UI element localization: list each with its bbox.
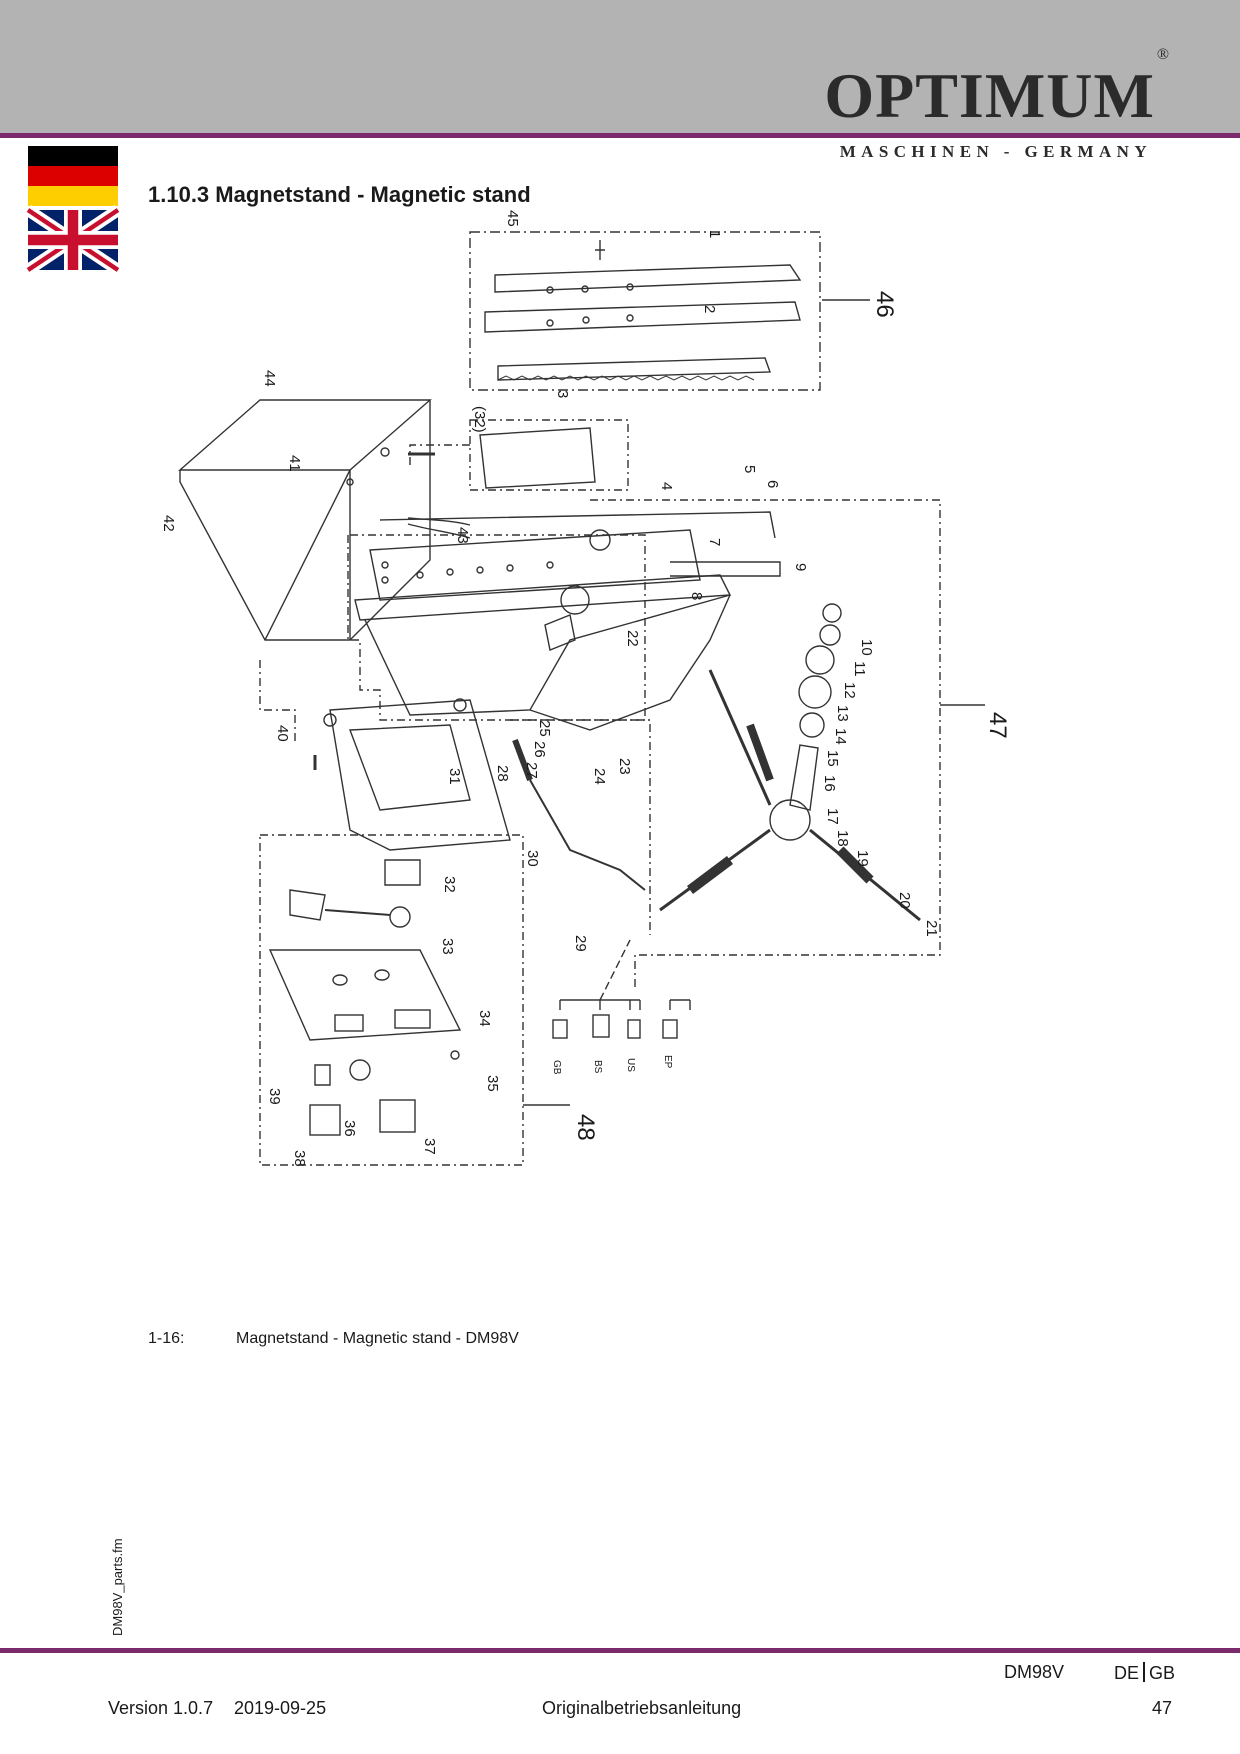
plug-label: BS	[592, 1060, 603, 1074]
part-label: 11	[851, 661, 868, 677]
part-label: 5	[741, 465, 758, 473]
part-label: 15	[824, 750, 841, 767]
part-label: 8	[688, 592, 705, 600]
group-box-46	[469, 231, 821, 391]
part-label: 44	[261, 370, 278, 387]
part-label: 40	[274, 725, 291, 742]
part-label: 45	[504, 210, 521, 227]
part-label: 41	[286, 455, 303, 472]
part-label: 30	[524, 850, 541, 867]
source-filename: DM98V_parts.fm	[110, 1538, 125, 1636]
part-label: 1	[706, 230, 723, 238]
part-label: 23	[616, 758, 633, 775]
part-label: 29	[572, 935, 589, 952]
part-label: 16	[821, 775, 838, 792]
part-label: 42	[160, 515, 177, 532]
part-label: 35	[484, 1075, 501, 1092]
part-label: 20	[896, 892, 913, 909]
part-label: 9	[792, 563, 809, 571]
part-label: 32	[441, 876, 458, 893]
part-label: 3	[554, 390, 571, 398]
uk-flag-icon	[24, 205, 122, 275]
footer-date: 2019-09-25	[234, 1698, 327, 1718]
page-number: 47	[1152, 1698, 1173, 1718]
part-label: 19	[854, 850, 871, 867]
part-label: 10	[858, 639, 875, 656]
group-label: 48	[572, 1114, 599, 1141]
part-label: 2	[701, 305, 718, 313]
part-label: 28	[494, 765, 511, 782]
part-label: 21	[923, 920, 940, 937]
part-label: 34	[476, 1010, 493, 1027]
part-label: 38	[291, 1150, 308, 1167]
exploded-parts-diagram: 1 2 3 (32) 4 5 6 7 8 9 10 11 12 13 14 15…	[160, 210, 1011, 1167]
part-label: 27	[523, 762, 540, 779]
brand-logo: OPTIMUM®	[824, 45, 1170, 131]
footer-document-title: Originalbetriebsanleitung	[542, 1698, 742, 1718]
header-rule	[0, 133, 1240, 138]
part-label: 18	[834, 830, 851, 847]
group-label: 46	[871, 291, 898, 318]
header-band	[0, 0, 1240, 133]
part-label: 14	[832, 728, 849, 745]
part-label: 39	[266, 1088, 283, 1105]
part-label: 43	[454, 527, 471, 544]
part-label: 25	[536, 720, 553, 737]
part-label: 24	[591, 768, 608, 785]
part-label: 31	[446, 768, 463, 785]
german-flag-icon	[28, 146, 118, 206]
plug-label: GB	[551, 1060, 562, 1075]
part-label: 6	[764, 480, 781, 488]
part-label: 36	[341, 1120, 358, 1137]
footer-model: DM98V	[1004, 1662, 1065, 1682]
part-label: 26	[531, 741, 548, 758]
plug-label: US	[625, 1058, 636, 1072]
part-label: 7	[706, 538, 723, 546]
part-label: 13	[834, 705, 851, 722]
part-label: 4	[658, 482, 675, 490]
brand-tagline: MASCHINEN - GERMANY	[839, 142, 1152, 161]
section-title: 1.10.3 Magnetstand - Magnetic stand	[148, 182, 531, 207]
part-label: 37	[421, 1138, 438, 1155]
part-label: 33	[439, 938, 456, 955]
figure-caption: Magnetstand - Magnetic stand - DM98V	[236, 1330, 519, 1347]
group-label: 47	[984, 712, 1011, 739]
footer-version: Version 1.0.7	[108, 1698, 214, 1718]
part-label: 12	[841, 682, 858, 699]
plug-label: EP	[662, 1055, 673, 1069]
part-label: 17	[824, 808, 841, 825]
figure-number: 1-16:	[148, 1330, 185, 1347]
footer-rule	[0, 1648, 1240, 1653]
part-label: (32)	[471, 406, 488, 433]
part-label: 22	[624, 630, 641, 647]
